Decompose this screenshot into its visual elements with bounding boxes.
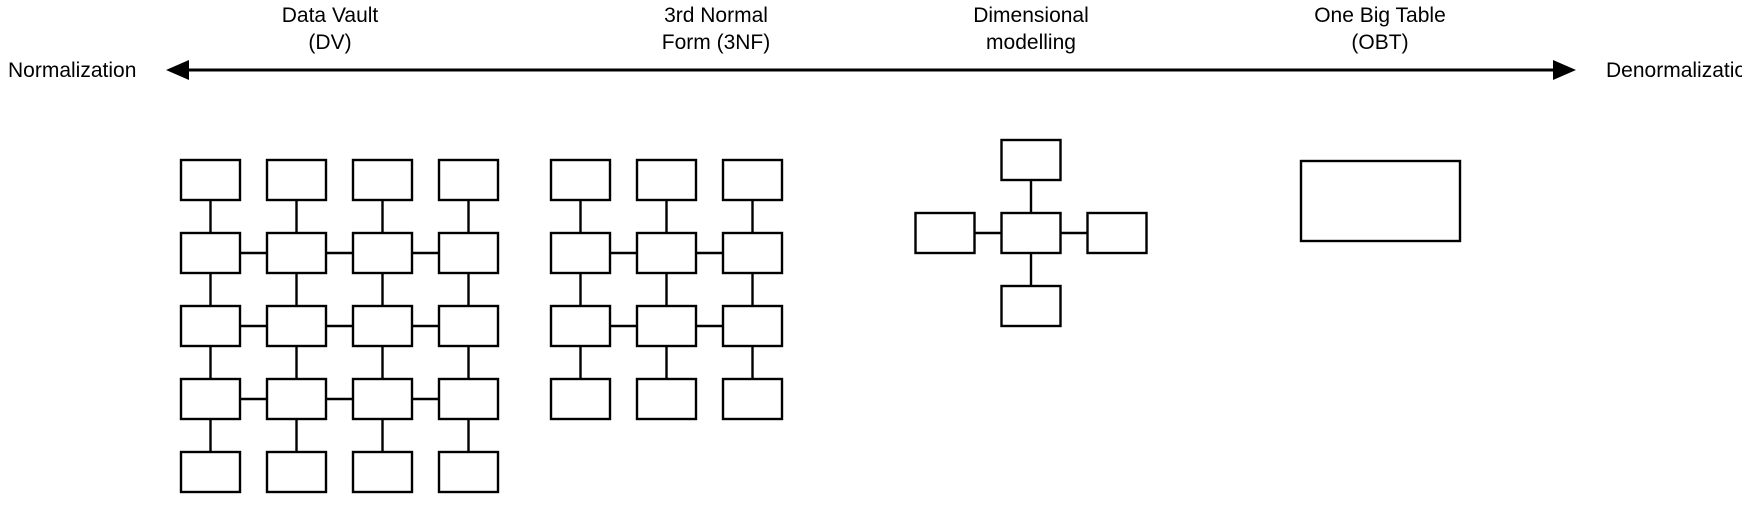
stage-label-dimensional-line2: modelling <box>986 31 1076 54</box>
entity-box-one-big-table <box>1299 159 1462 243</box>
entity-box <box>549 304 612 348</box>
entity-box <box>635 158 698 202</box>
entity-box <box>351 450 414 494</box>
entity-box <box>437 304 500 348</box>
entity-box <box>265 231 328 275</box>
axis-label-denormalization: Denormalization <box>1606 59 1742 82</box>
entity-box <box>265 158 328 202</box>
entity-box <box>437 377 500 421</box>
entity-box <box>437 450 500 494</box>
arrow-head-left-icon <box>166 60 189 80</box>
entity-box <box>179 304 242 348</box>
entity-box <box>351 377 414 421</box>
entity-box <box>437 158 500 202</box>
entity-box-dimension-bottom <box>1000 284 1062 328</box>
entity-box <box>179 450 242 494</box>
stage-labels: Data Vault (DV) 3rd Normal Form (3NF) Di… <box>282 4 1446 54</box>
entity-box <box>549 377 612 421</box>
model-one-big-table <box>1299 159 1462 243</box>
entity-box <box>179 231 242 275</box>
axis-label-normalization: Normalization <box>8 59 136 82</box>
entity-box-dimension-right <box>1086 211 1148 255</box>
models-layer <box>179 138 1462 494</box>
entity-box <box>351 158 414 202</box>
entity-box <box>179 377 242 421</box>
entity-box <box>351 231 414 275</box>
model-dimensional-modelling <box>914 138 1148 328</box>
entity-box <box>635 377 698 421</box>
entity-box <box>549 158 612 202</box>
entity-box <box>635 231 698 275</box>
entity-box <box>549 231 612 275</box>
arrow-head-right-icon <box>1553 60 1576 80</box>
stage-label-obt-line1: One Big Table <box>1314 4 1446 27</box>
entity-box <box>179 158 242 202</box>
entity-box <box>265 450 328 494</box>
entity-box <box>721 158 784 202</box>
entity-box <box>265 304 328 348</box>
stage-label-3nf-line1: 3rd Normal <box>664 4 768 27</box>
entity-box <box>721 231 784 275</box>
entity-box-fact-center <box>1000 211 1062 255</box>
entity-box <box>721 304 784 348</box>
stage-label-dimensional-line1: Dimensional <box>973 4 1089 27</box>
stage-label-data-vault-line2: (DV) <box>308 31 351 54</box>
model-third-normal-form <box>549 158 784 421</box>
entity-box <box>351 304 414 348</box>
entity-box-dimension-top <box>1000 138 1062 182</box>
model-data-vault <box>179 158 500 494</box>
stage-label-data-vault-line1: Data Vault <box>282 4 379 27</box>
entity-box <box>437 231 500 275</box>
stage-label-3nf-line2: Form (3NF) <box>662 31 771 54</box>
entity-box <box>635 304 698 348</box>
stage-label-obt-line2: (OBT) <box>1351 31 1408 54</box>
entity-box <box>721 377 784 421</box>
entity-box-dimension-left <box>914 211 976 255</box>
normalization-axis-arrow <box>166 60 1576 80</box>
entity-box <box>265 377 328 421</box>
